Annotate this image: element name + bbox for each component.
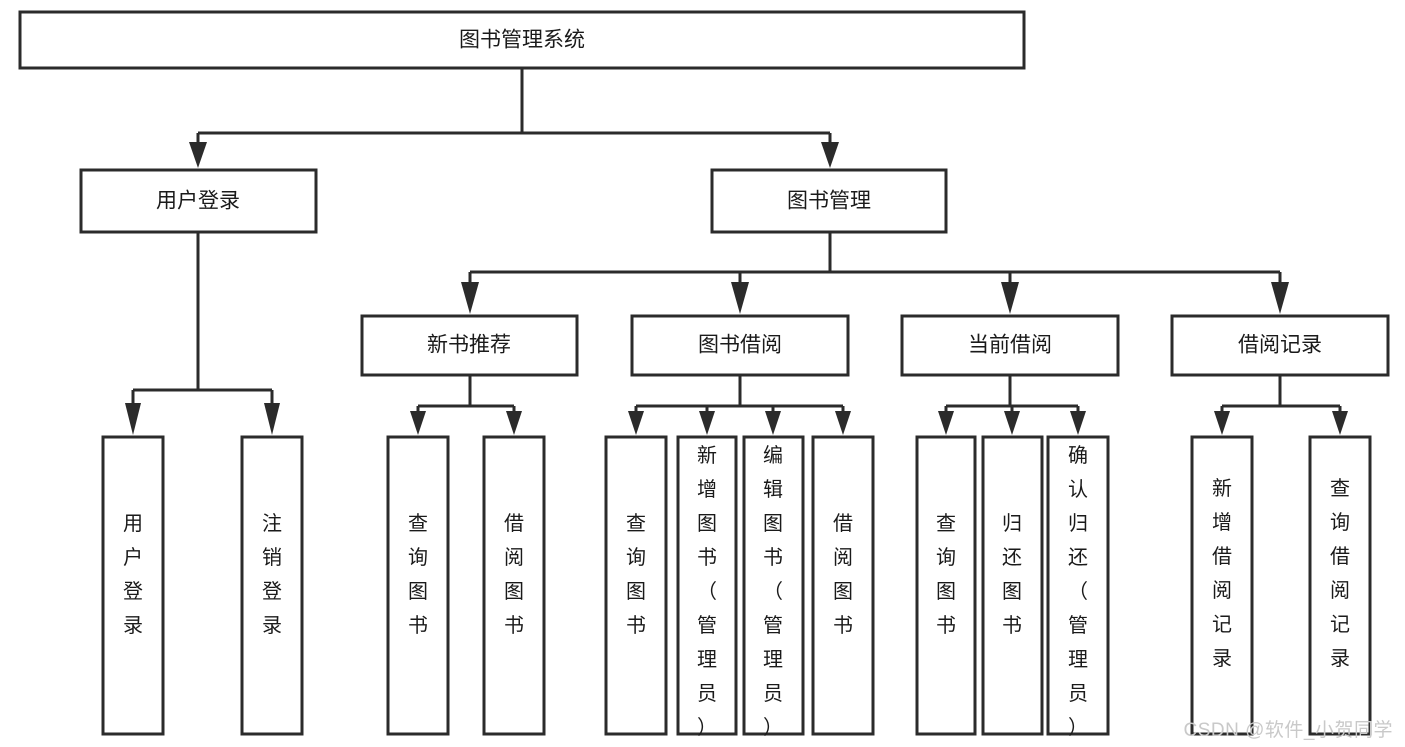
arrow-head-icon [189,142,207,168]
node-user-login[interactable]: 用户登录 [79,168,318,234]
arrow-head-icon [765,411,781,435]
arrow-head-icon [938,411,954,435]
leaf-box [981,435,1044,736]
leaf-box [1046,435,1110,736]
arrow-head-icon [699,411,715,435]
node-root-system[interactable]: 图书管理系统 [18,10,1026,70]
leaf-box [811,435,875,736]
leaf-node[interactable]: 查询图书 [386,435,450,736]
node-book-borrow[interactable]: 图书借阅 [630,314,850,377]
csdn-watermark: CSDN @软件_小贺同学 [1183,720,1393,741]
leaf-node[interactable]: 编辑图书（管理员） [742,435,805,739]
leaf-label: 借阅图书 [504,512,524,637]
node-borrow-record-box [1170,314,1390,377]
leaf-node[interactable]: 用户登录 [101,435,165,736]
leaf-node[interactable]: 归还图书 [981,435,1044,736]
connector-group-user-login [125,232,280,435]
leaf-label: 编辑图书（管理员） [763,444,783,739]
leaf-node[interactable]: 注销登录 [240,435,304,736]
node-book-management[interactable]: 图书管理 [710,168,948,234]
node-borrow-record-label: 借阅记录 [1238,334,1322,357]
node-new-book-recommend-box [360,314,579,377]
arrow-head-icon [1271,282,1289,314]
arrow-head-icon [821,142,839,168]
node-borrow-record[interactable]: 借阅记录 [1170,314,1390,377]
leaf-node[interactable]: 借阅图书 [811,435,875,736]
arrow-head-icon [125,403,141,435]
leaf-label: 注销登录 [262,512,282,637]
leaf-box [386,435,450,736]
leaf-box [1190,435,1254,736]
arrow-head-icon [835,411,851,435]
node-book-borrow-box [630,314,850,377]
arrow-head-icon [1004,411,1020,435]
connector-group-book-manage [461,232,1289,314]
node-root-label: 图书管理系统 [459,29,585,52]
leaf-box [1308,435,1372,736]
arrow-head-icon [1214,411,1230,435]
leaf-box [742,435,805,736]
arrow-head-icon [506,411,522,435]
node-new-book-recommend[interactable]: 新书推荐 [360,314,579,377]
node-root-box [18,10,1026,70]
leaf-label: 查询借阅记录 [1330,477,1350,670]
leaf-label: 查询图书 [936,512,956,637]
arrow-head-icon [264,403,280,435]
node-current-borrow-label: 当前借阅 [968,334,1052,357]
connector-group-current-borrow [938,375,1086,435]
leaf-node[interactable]: 查询借阅记录 [1308,435,1372,736]
leaf-box [915,435,977,736]
leaf-label: 新增借阅记录 [1212,477,1232,670]
leaf-box [604,435,668,736]
arrow-head-icon [410,411,426,435]
node-book-borrow-label: 图书借阅 [698,334,782,357]
leaf-box [482,435,546,736]
leaf-node[interactable]: 新增借阅记录 [1190,435,1254,736]
leaf-label: 新增图书（管理员） [697,444,717,739]
leaf-node[interactable]: 查询图书 [915,435,977,736]
leaf-label: 用户登录 [123,513,143,637]
leaf-node[interactable]: 借阅图书 [482,435,546,736]
leaf-box [240,435,304,736]
leaf-node[interactable]: 确认归还（管理员） [1046,435,1110,739]
arrow-head-icon [1332,411,1348,435]
leaf-label: 借阅图书 [833,512,853,637]
connector-group-new-book [410,375,522,435]
node-book-management-box [710,168,948,234]
arrow-head-icon [628,411,644,435]
leaf-node[interactable]: 查询图书 [604,435,668,736]
node-book-management-label: 图书管理 [787,190,871,213]
arrow-head-icon [1070,411,1086,435]
leaf-box [676,435,738,736]
leaf-box [101,435,165,736]
leaf-label: 确认归还（管理员） [1068,444,1088,739]
node-current-borrow[interactable]: 当前借阅 [900,314,1120,377]
arrow-head-icon [461,282,479,314]
arrow-head-icon [1001,282,1019,314]
leaf-node[interactable]: 新增图书（管理员） [676,435,738,739]
connector-group-borrow-record [1214,375,1348,435]
leaf-label: 查询图书 [408,512,428,637]
arrow-head-icon [731,282,749,314]
node-new-book-recommend-label: 新书推荐 [427,334,511,357]
node-current-borrow-box [900,314,1120,377]
connector-group-book-borrow [628,375,851,435]
leaf-label: 查询图书 [626,512,646,637]
leaf-label: 归还图书 [1002,512,1022,637]
connector-group-root [189,68,839,168]
node-user-login-label: 用户登录 [156,190,240,213]
node-user-login-box [79,168,318,234]
leaf-nodes-group: 用户登录 注销登录 查询图书 借阅图书 查询图书 新增图书（管理员） [101,435,1372,739]
